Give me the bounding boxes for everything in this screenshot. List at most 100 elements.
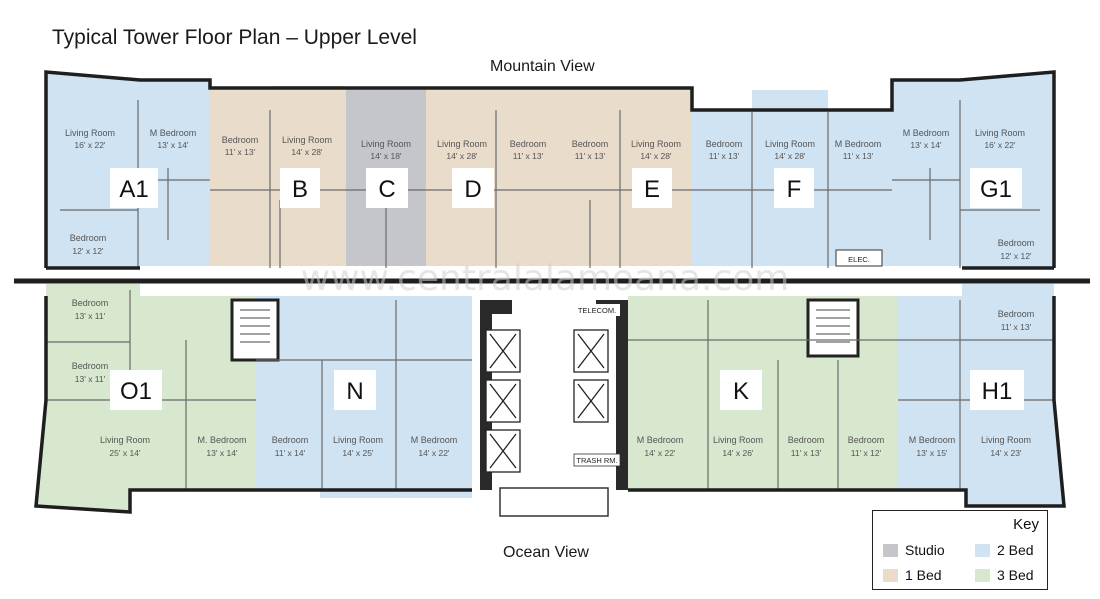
room-name: M Bedroom	[411, 435, 458, 445]
unit-label-K[interactable]: K	[720, 370, 762, 410]
room-dim: 11' x 12'	[851, 448, 882, 458]
svg-text:N: N	[346, 378, 363, 405]
room-dim: 14' x 28'	[291, 147, 323, 157]
room-dim: 11' x 14'	[275, 448, 306, 458]
elec-room	[835, 249, 883, 267]
room-name: Living Room	[333, 435, 383, 445]
room-dim: 14' x 18'	[370, 151, 402, 161]
room-dim: 13' x 15'	[916, 448, 948, 458]
room-name: Living Room	[631, 139, 681, 149]
unit-fill-F-balcony	[752, 90, 828, 112]
room-dim: 13' x 14'	[206, 448, 238, 458]
room-name: Living Room	[65, 128, 115, 138]
legend-label: 2 Bed	[997, 542, 1034, 558]
unit-label-C[interactable]: C	[366, 168, 408, 208]
svg-text:F: F	[787, 176, 802, 203]
room-name: M. Bedroom	[197, 435, 246, 445]
room-name: Bedroom	[998, 309, 1035, 319]
room-name: Living Room	[713, 435, 763, 445]
room-dim: 25' x 14'	[109, 448, 141, 458]
svg-text:E: E	[644, 176, 660, 203]
page-title: Typical Tower Floor Plan – Upper Level	[52, 26, 417, 49]
room-dim: 13' x 14'	[157, 140, 189, 150]
stair-core-left	[230, 298, 280, 362]
legend-label: 1 Bed	[905, 567, 942, 583]
room-name: Living Room	[981, 435, 1031, 445]
room-dim: 14' x 22'	[418, 448, 450, 458]
room-name: Bedroom	[70, 233, 107, 243]
watermark: www.centralalamoana.com	[301, 258, 790, 299]
unit-label-D[interactable]: D	[452, 168, 494, 208]
room-name: M Bedroom	[150, 128, 197, 138]
unit-label-B[interactable]: B	[280, 168, 320, 208]
svg-text:D: D	[464, 176, 481, 203]
room-dim: 11' x 13'	[575, 151, 606, 161]
room-dim: 16' x 22'	[74, 140, 106, 150]
room-name: M Bedroom	[835, 139, 882, 149]
room-name: Bedroom	[222, 135, 259, 145]
room-name: Living Room	[282, 135, 332, 145]
room-name: M Bedroom	[903, 128, 950, 138]
room-dim: 11' x 13'	[709, 151, 740, 161]
room-name: M Bedroom	[637, 435, 684, 445]
mountain-view-label: Mountain View	[490, 58, 595, 75]
legend-item-3bed: 3 Bed	[975, 567, 1034, 583]
room-name: Living Room	[437, 139, 487, 149]
svg-text:G1: G1	[980, 176, 1012, 203]
room-name: Bedroom	[72, 361, 109, 371]
unit-label-G1[interactable]: G1	[970, 168, 1022, 208]
room-dim: 11' x 13'	[1001, 322, 1032, 332]
outer-walls	[14, 70, 1090, 514]
room-dim: 14' x 28'	[640, 151, 672, 161]
room-dim: 11' x 13'	[791, 448, 822, 458]
trash-room-label: TRASH RM.	[576, 456, 617, 465]
svg-text:K: K	[733, 378, 749, 405]
room-dim: 14' x 25'	[342, 448, 374, 458]
legend-item-studio: Studio	[883, 542, 945, 558]
legend-swatch	[975, 543, 990, 557]
room-name: Bedroom	[848, 435, 885, 445]
unit-fill-B[interactable]	[210, 88, 346, 268]
room-name: Bedroom	[510, 139, 547, 149]
room-dim: 16' x 22'	[984, 140, 1016, 150]
ocean-view-label: Ocean View	[503, 544, 589, 561]
svg-text:O1: O1	[120, 378, 152, 405]
room-dim: 12' x 12'	[72, 246, 104, 256]
room-name: Bedroom	[72, 298, 109, 308]
legend-item-2bed: 2 Bed	[975, 542, 1034, 558]
room-name: Bedroom	[572, 139, 609, 149]
unit-label-F[interactable]: F	[774, 168, 814, 208]
room-name: Living Room	[100, 435, 150, 445]
room-dim: 13' x 14'	[910, 140, 942, 150]
unit-fill-B-balcony	[272, 86, 346, 110]
svg-text:C: C	[378, 176, 395, 203]
elevator-cross	[489, 333, 605, 469]
room-dim: 14' x 23'	[990, 448, 1022, 458]
legend: Key Studio 2 Bed 1 Bed 3 Bed	[872, 510, 1048, 590]
unit-label-O1[interactable]: O1	[110, 370, 162, 410]
legend-label: 3 Bed	[997, 567, 1034, 583]
room-dim: 11' x 13'	[843, 151, 874, 161]
room-dim: 12' x 12'	[1000, 251, 1032, 261]
legend-item-1bed: 1 Bed	[883, 567, 942, 583]
svg-text:A1: A1	[119, 176, 148, 203]
unit-label-N[interactable]: N	[334, 370, 376, 410]
room-dim: 11' x 13'	[513, 151, 544, 161]
room-name: Living Room	[765, 139, 815, 149]
telecom-label: TELECOM.	[578, 306, 616, 315]
svg-text:H1: H1	[982, 378, 1013, 405]
unit-label-H1[interactable]: H1	[970, 370, 1024, 410]
unit-label-A1[interactable]: A1	[110, 168, 158, 208]
legend-swatch	[975, 568, 990, 582]
room-name: Living Room	[361, 139, 411, 149]
room-name: M Bedroom	[909, 435, 956, 445]
unit-label-E[interactable]: E	[632, 168, 672, 208]
room-dim: 14' x 28'	[774, 151, 806, 161]
legend-swatch	[883, 543, 898, 557]
svg-text:B: B	[292, 176, 308, 203]
room-dim: 13' x 11'	[75, 311, 106, 321]
legend-title: Key	[1013, 516, 1039, 533]
room-dim: 14' x 28'	[446, 151, 478, 161]
room-dim: 14' x 22'	[644, 448, 676, 458]
